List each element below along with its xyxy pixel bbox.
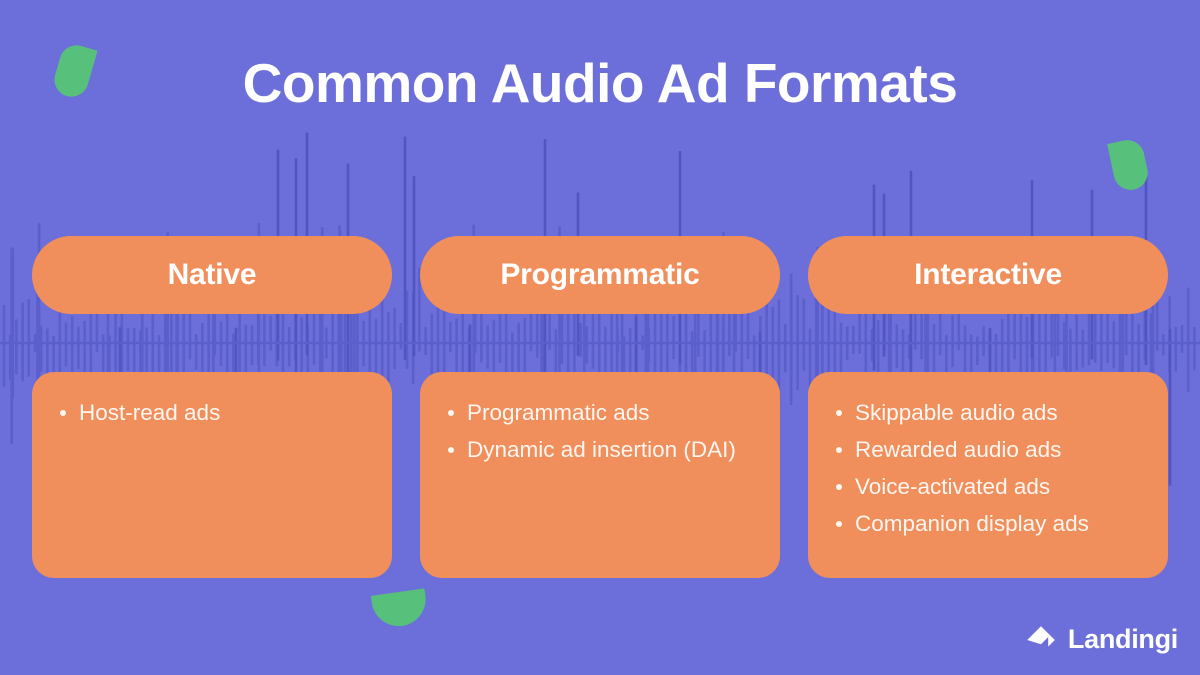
format-heading-label: Interactive [914,258,1062,291]
format-card: Host-read ads [32,372,392,578]
page-title: Common Audio Ad Formats [242,52,958,114]
format-bullet-item: Voice-activated ads [828,468,1150,505]
brand-logo: Landingi [1026,624,1178,655]
leaf-shape-bottom-center [370,588,430,630]
brand-wordmark: Landingi [1067,624,1178,654]
format-bullet-item: Companion display ads [828,505,1150,542]
format-heading-label: Programmatic [500,258,700,291]
landingi-diamond-icon [1027,625,1055,647]
format-bullet-item: Programmatic ads [440,394,762,431]
format-bullet-item: Rewarded audio ads [828,431,1150,468]
format-bullet-list: Host-read ads [52,394,374,431]
format-columns: Native Host-read ads Programmatic Progra… [32,236,1168,578]
format-heading-label: Native [167,258,257,291]
format-bullet-item: Dynamic ad insertion (DAI) [440,431,762,468]
format-column-native: Native Host-read ads [32,236,392,578]
format-heading-pill: Interactive [808,236,1168,314]
format-heading-pill: Native [32,236,392,314]
format-bullet-item: Host-read ads [52,394,374,431]
format-heading-pill: Programmatic [420,236,780,314]
leaf-shape-right [1107,137,1151,193]
format-bullet-item: Skippable audio ads [828,394,1150,431]
